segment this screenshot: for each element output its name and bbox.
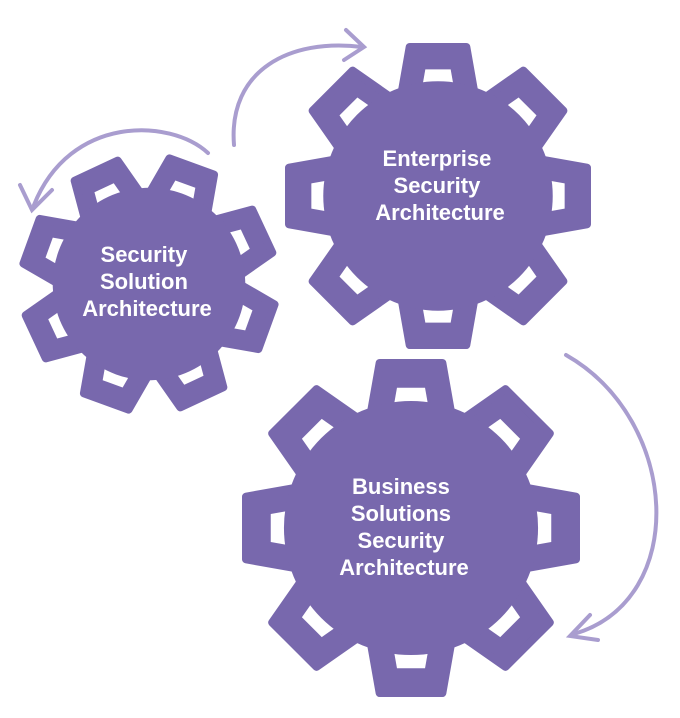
arrow-to-enterprise <box>231 43 364 147</box>
arrowhead-top <box>342 28 368 62</box>
arrowhead-left <box>18 183 54 214</box>
label-line: Solutions <box>351 501 451 526</box>
label-line: Architecture <box>375 200 505 225</box>
gear-business-solutions-security-architecture <box>242 359 580 697</box>
label-line: Solution <box>100 269 188 294</box>
arrow-to-business <box>564 353 659 636</box>
label-line: Security <box>358 528 446 553</box>
label-line: Architecture <box>82 296 212 321</box>
gear-label-enterprise: Enterprise Security Architecture <box>375 146 505 225</box>
label-line: Architecture <box>339 555 469 580</box>
gear-security-solution-architecture <box>19 154 279 414</box>
gear-label-security-solution: Security Solution Architecture <box>82 242 212 321</box>
gear-body <box>283 400 539 656</box>
label-line: Security <box>101 242 189 267</box>
gear-label-business: Business Solutions Security Architecture <box>339 474 469 580</box>
arrowhead-bottom <box>565 613 600 642</box>
gear-body <box>323 81 553 311</box>
label-line: Enterprise <box>383 146 492 171</box>
gear-body <box>52 187 246 381</box>
gear-enterprise-security-architecture <box>285 43 591 349</box>
label-line: Business <box>352 474 450 499</box>
arrow-to-security-solution <box>32 128 210 207</box>
label-line: Security <box>394 173 482 198</box>
